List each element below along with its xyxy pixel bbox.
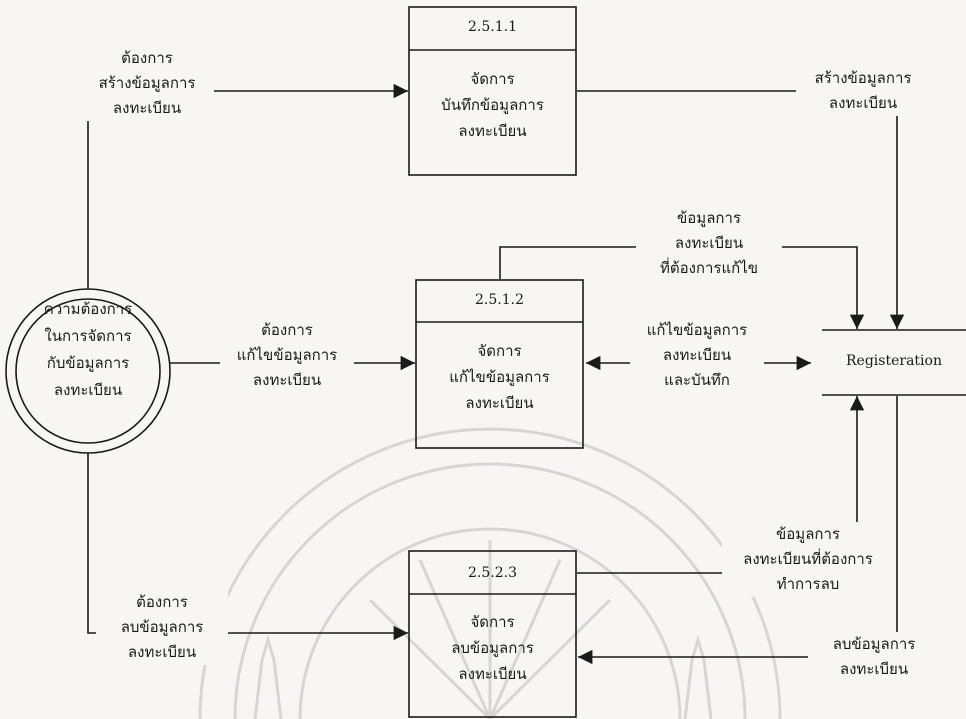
entity-inner-circle (15, 298, 161, 444)
flow-label-delete-data-to-store: ข้อมูลการ ลงทะเบียนที่ต้องการ ทำการลบ (722, 522, 894, 597)
flow-label-edit-request: ต้องการ แก้ไขข้อมูลการ ลงทะเบียน (220, 318, 354, 393)
flow-label-delete-request: ต้องการ ลบข้อมูลการ ลงทะเบียน (96, 590, 228, 665)
process-box-3 (408, 550, 577, 718)
data-store-label: Registeration (846, 353, 942, 369)
process-box-2 (415, 279, 584, 449)
process-1-id: 2.5.1.1 (468, 19, 517, 35)
flow-label-create-to-store: สร้างข้อมูลการ ลงทะเบียน (796, 66, 930, 116)
flow-label-create-request: ต้องการ สร้างข้อมูลการ ลงทะเบียน (80, 46, 214, 121)
process-box-1 (408, 6, 577, 176)
flow-label-edit-and-save: แก้ไขข้อมูลการ ลงทะเบียน และบันทึก (630, 318, 764, 393)
flow-label-delete-from-store: ลบข้อมูลการ ลงทะเบียน (808, 632, 940, 682)
entity-label: ความต้องการ ในการจัดการ กับข้อมูลการ ลงท… (43, 300, 133, 399)
process-2-name: จัดการ แก้ไขข้อมูลการ ลงทะเบียน (449, 342, 550, 412)
flow-label-edit-data-to-store: ข้อมูลการ ลงทะเบียน ที่ต้องการแก้ไข (636, 206, 782, 281)
flow-delete-request (87, 453, 408, 641)
process-2-id: 2.5.1.2 (475, 292, 524, 308)
process-1-name: จัดการ บันทึกข้อมูลการ ลงทะเบียน (441, 70, 544, 140)
process-3-id: 2.5.2.3 (468, 565, 517, 581)
process-3-name: จัดการ ลบข้อมูลการ ลงทะเบียน (451, 613, 534, 683)
